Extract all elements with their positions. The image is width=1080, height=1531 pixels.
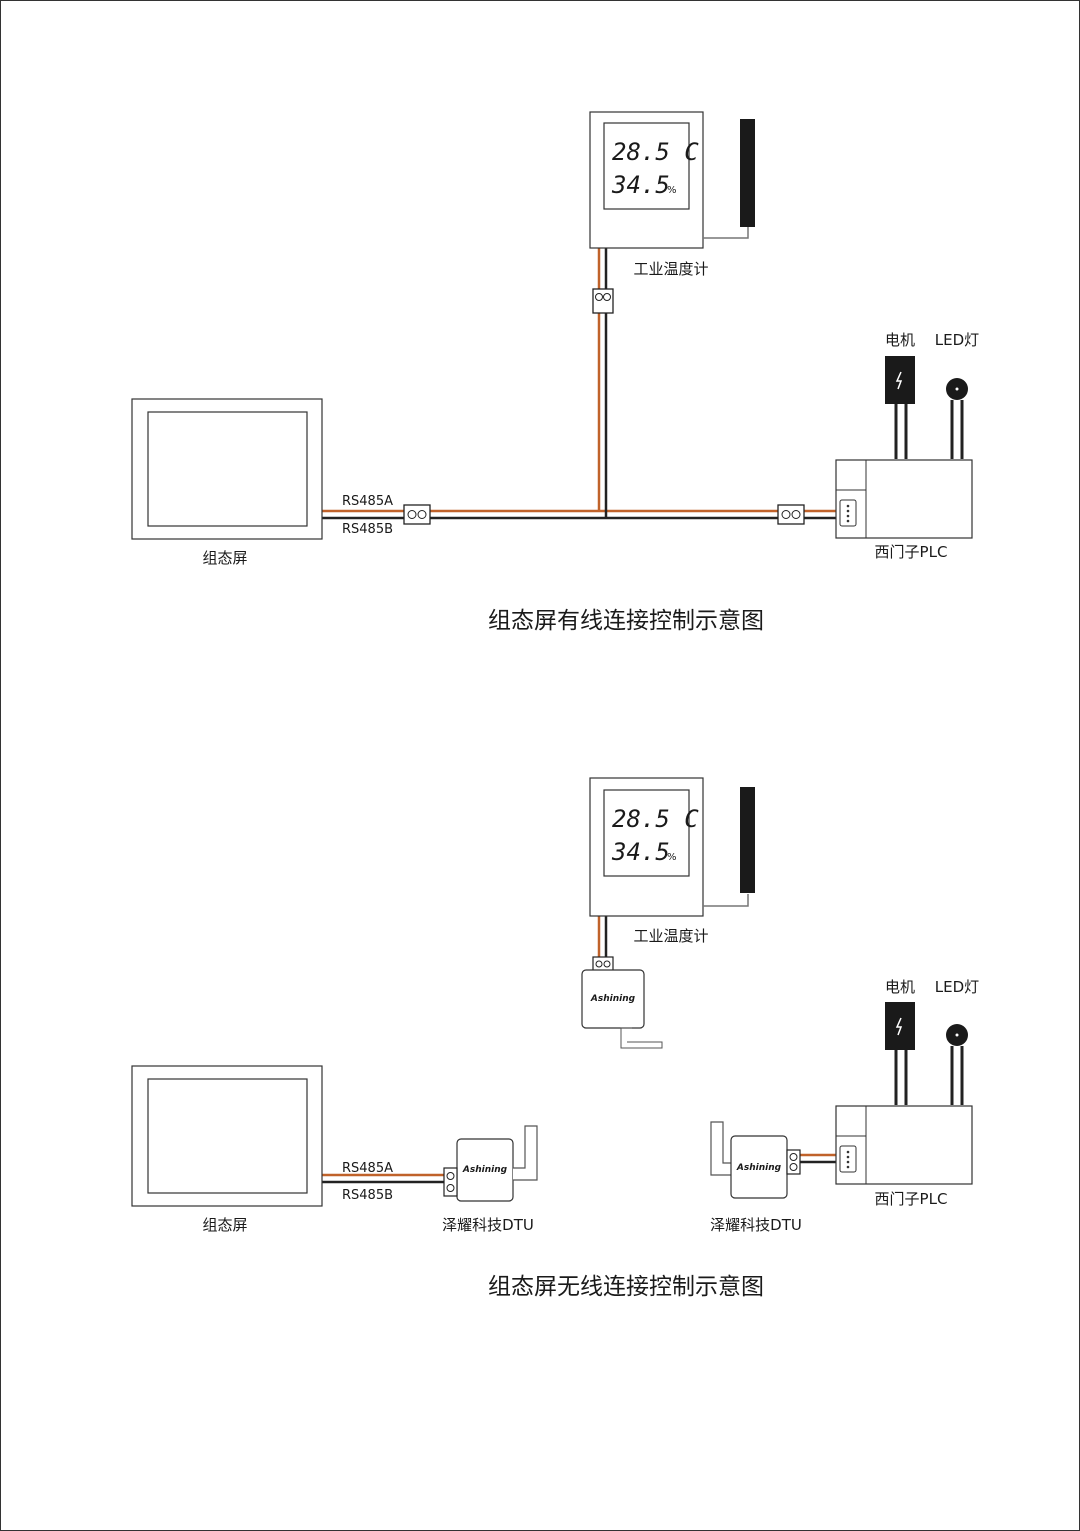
terminal-block-top (592, 288, 614, 314)
terminal-block-left (403, 504, 431, 525)
wireless-caption: 组态屏无线连接控制示意图 (488, 1274, 764, 1300)
led-label-2: LED灯 (935, 978, 979, 996)
wireless-diagram: 组态屏 RS485A RS485B 28.5 C 34.5 % 工业温度计 As… (131, 777, 979, 1300)
dtu-sensor (581, 956, 663, 1049)
thermometer-2 (589, 777, 755, 917)
dtu-sensor-brand: Ashining (590, 994, 636, 1004)
temp-reading-2: 28.5 C (612, 805, 699, 833)
touch-screen (131, 398, 323, 540)
motor-label: 电机 (885, 331, 915, 349)
signal-b-label: RS485B (342, 522, 393, 537)
dtu-left-brand: Ashining (462, 1165, 508, 1175)
dtu-right-label: 泽耀科技DTU (710, 1216, 802, 1234)
wireless-wires (322, 916, 840, 1184)
terminal-block-right (777, 504, 805, 525)
plc-label-2: 西门子PLC (875, 1190, 948, 1208)
temp-reading: 28.5 C (612, 138, 699, 166)
led-label: LED灯 (935, 331, 979, 349)
screen-label-2: 组态屏 (202, 1216, 247, 1234)
humidity-reading-2: 34.5 (611, 838, 670, 866)
thermometer-label-2: 工业温度计 (633, 927, 708, 945)
probe-antenna (740, 119, 755, 227)
humidity-reading: 34.5 (611, 171, 670, 199)
humidity-unit: % (667, 185, 677, 196)
led-lamp (946, 378, 968, 459)
led-lamp-2 (946, 1024, 968, 1105)
wired-caption: 组态屏有线连接控制示意图 (488, 608, 764, 634)
touch-screen-2 (131, 1065, 323, 1207)
dtu-right-brand: Ashining (736, 1163, 782, 1173)
plc-label: 西门子PLC (875, 543, 948, 561)
wired-diagram: 组态屏 RS485A RS485B 28.5 C 34.5 % 工 (131, 111, 979, 634)
dtu-right (710, 1121, 801, 1199)
signal-a-label: RS485A (342, 494, 393, 509)
plc (835, 459, 973, 539)
signal-a-label-2: RS485A (342, 1161, 393, 1176)
thermometer-label: 工业温度计 (633, 260, 708, 278)
dtu-left-label: 泽耀科技DTU (442, 1216, 534, 1234)
motor (885, 356, 915, 459)
thermometer (589, 111, 755, 249)
dtu-left (443, 1125, 538, 1202)
humidity-unit-2: % (667, 852, 677, 863)
signal-b-label-2: RS485B (342, 1188, 393, 1203)
motor-label-2: 电机 (885, 978, 915, 996)
motor-2 (885, 1002, 915, 1105)
plc-2 (835, 1105, 973, 1185)
screen-label: 组态屏 (202, 549, 247, 567)
probe-antenna-2 (740, 787, 755, 893)
